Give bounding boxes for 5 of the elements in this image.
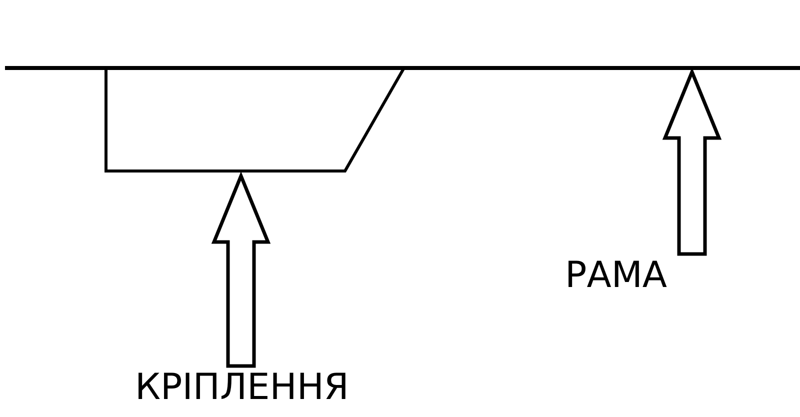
block-arrow bbox=[211, 171, 271, 368]
part-label: КРІПЛЕННЯ bbox=[135, 368, 371, 408]
frame-beam bbox=[5, 66, 800, 70]
part-label: РАМА bbox=[565, 256, 687, 296]
block-arrow bbox=[662, 67, 722, 256]
